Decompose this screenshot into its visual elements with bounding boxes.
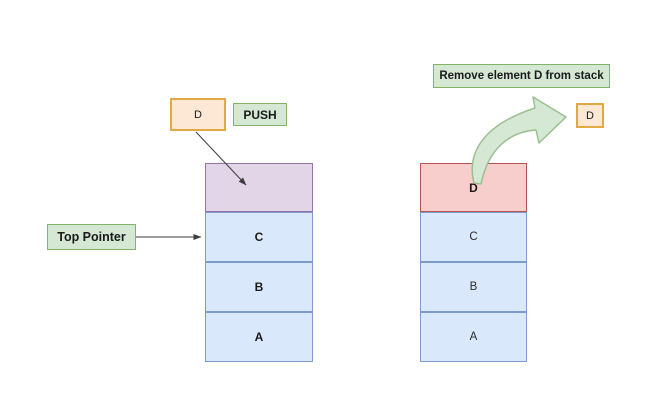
cell-label: A (254, 330, 264, 344)
cell-label: B (254, 280, 264, 294)
pop-banner-label: Remove element D from stack (439, 70, 604, 82)
popped-element-box: D (576, 103, 604, 128)
cell-label: C (254, 230, 264, 244)
cell-label: A (469, 331, 478, 343)
push-stack-cell-c: C (205, 212, 313, 262)
cell-label: B (469, 281, 478, 293)
push-stack-cell-b: B (205, 262, 313, 312)
push-operation-box: PUSH (233, 103, 287, 126)
push-stack-cell-a: A (205, 312, 313, 362)
pop-stack-cell-c: C (420, 212, 527, 262)
pop-banner-box: Remove element D from stack (433, 64, 610, 88)
top-pointer-box: Top Pointer (47, 224, 136, 250)
push-operation-label: PUSH (243, 107, 277, 122)
pop-stack-cell-d: D (420, 163, 527, 212)
popped-element-label: D (586, 109, 594, 122)
push-element-label: D (194, 108, 202, 121)
cell-label: D (469, 180, 478, 195)
cell-label: C (469, 231, 478, 243)
top-pointer-label: Top Pointer (57, 230, 126, 244)
pop-stack-cell-b: B (420, 262, 527, 312)
pop-stack-cell-a: A (420, 312, 527, 362)
push-stack-cell-empty (205, 163, 313, 212)
push-element-box: D (170, 98, 226, 131)
